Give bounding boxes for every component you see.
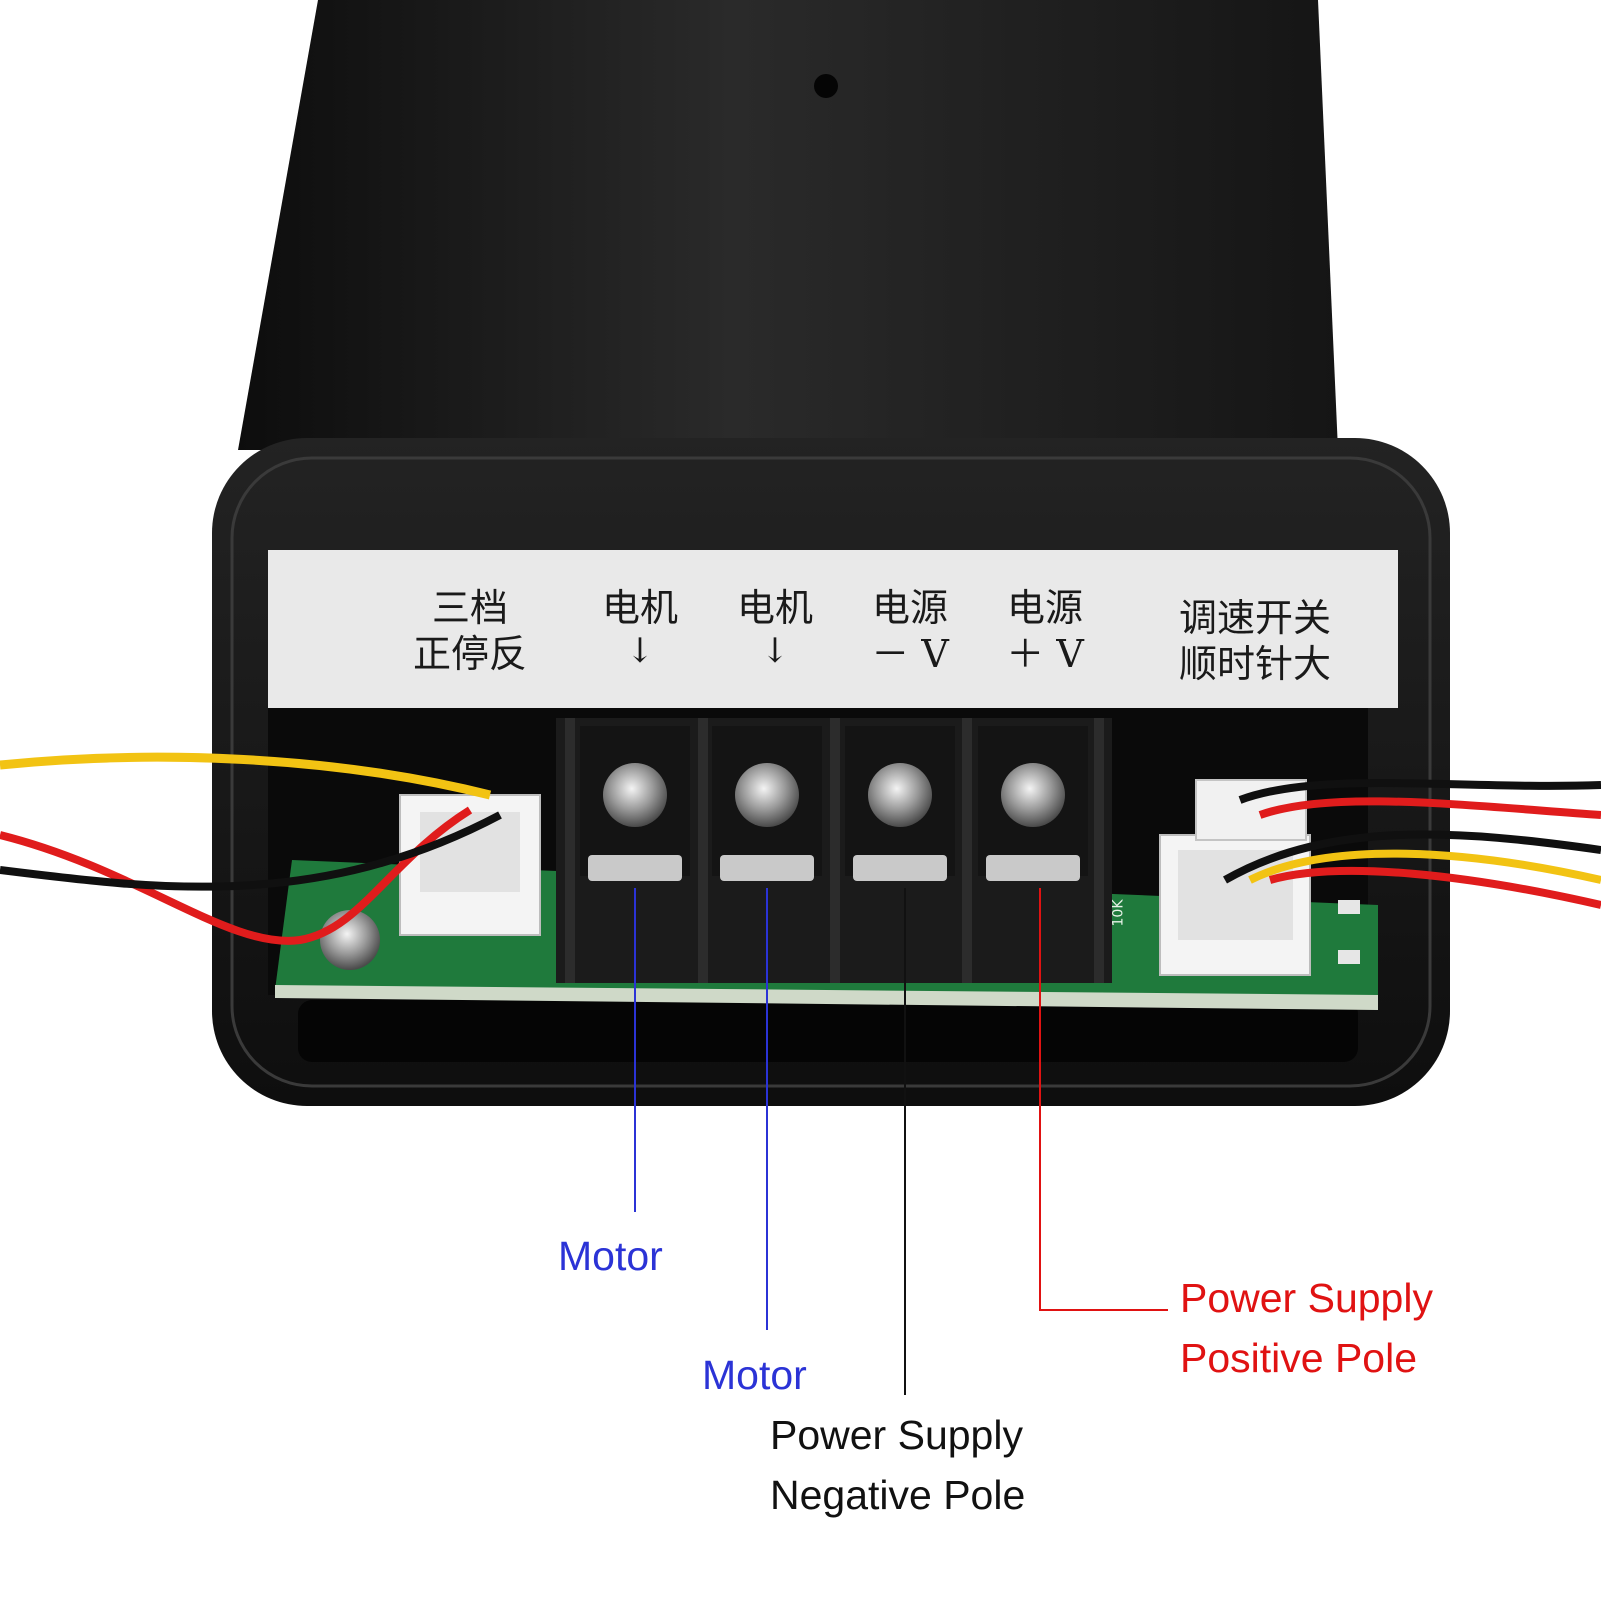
callout-power-negative-line2: Negative Pole <box>770 1472 1026 1518</box>
strip-label-motor-1: 电机 ↓ <box>601 586 678 671</box>
pcb-silkscreen-label: 10K <box>1110 899 1127 927</box>
wire-black-right-1 <box>1238 779 1601 804</box>
wire-red-right-1 <box>1258 797 1601 819</box>
callout-motor-2: Motor <box>702 1352 807 1398</box>
label-strip <box>268 550 1398 708</box>
screw-icon <box>735 763 799 827</box>
strip-label-power-negative: 电源 － V <box>871 586 949 676</box>
housing-slot <box>298 1000 1358 1062</box>
screw-icon <box>868 763 932 827</box>
wire-yellow-right <box>1248 849 1601 884</box>
housing-hole <box>814 74 838 98</box>
screw-icon <box>603 763 667 827</box>
callout-power-positive-line1: Power Supply <box>1180 1275 1433 1321</box>
terminal-4 <box>978 726 1088 881</box>
strip-label-switch: 三档 正停反 <box>412 586 527 676</box>
housing-top <box>238 0 1338 450</box>
terminal-3 <box>845 726 955 881</box>
wire-yellow-left <box>0 752 492 800</box>
strip-label-motor-2: 电机 ↓ <box>736 586 813 671</box>
wire-red-left <box>0 806 473 945</box>
terminal-1 <box>580 726 690 881</box>
wire-black-left <box>0 811 502 891</box>
callout-power-positive: Power Supply Positive Pole <box>1180 1268 1433 1388</box>
callout-motor-1: Motor <box>558 1233 663 1279</box>
callout-power-negative: Power Supply Negative Pole <box>770 1405 1025 1525</box>
terminal-2 <box>712 726 822 881</box>
callout-power-positive-line2: Positive Pole <box>1180 1335 1418 1381</box>
leader-positive <box>1039 888 1168 1311</box>
strip-label-speed-switch: 调速开关 顺时针大 <box>1178 596 1331 686</box>
screw-icon <box>1001 763 1065 827</box>
strip-label-power-positive: 电源 ＋ V <box>1006 586 1084 676</box>
wire-black-right-2 <box>1223 830 1601 884</box>
callout-power-negative-line1: Power Supply <box>770 1412 1023 1458</box>
wire-red-right-2 <box>1268 866 1601 909</box>
